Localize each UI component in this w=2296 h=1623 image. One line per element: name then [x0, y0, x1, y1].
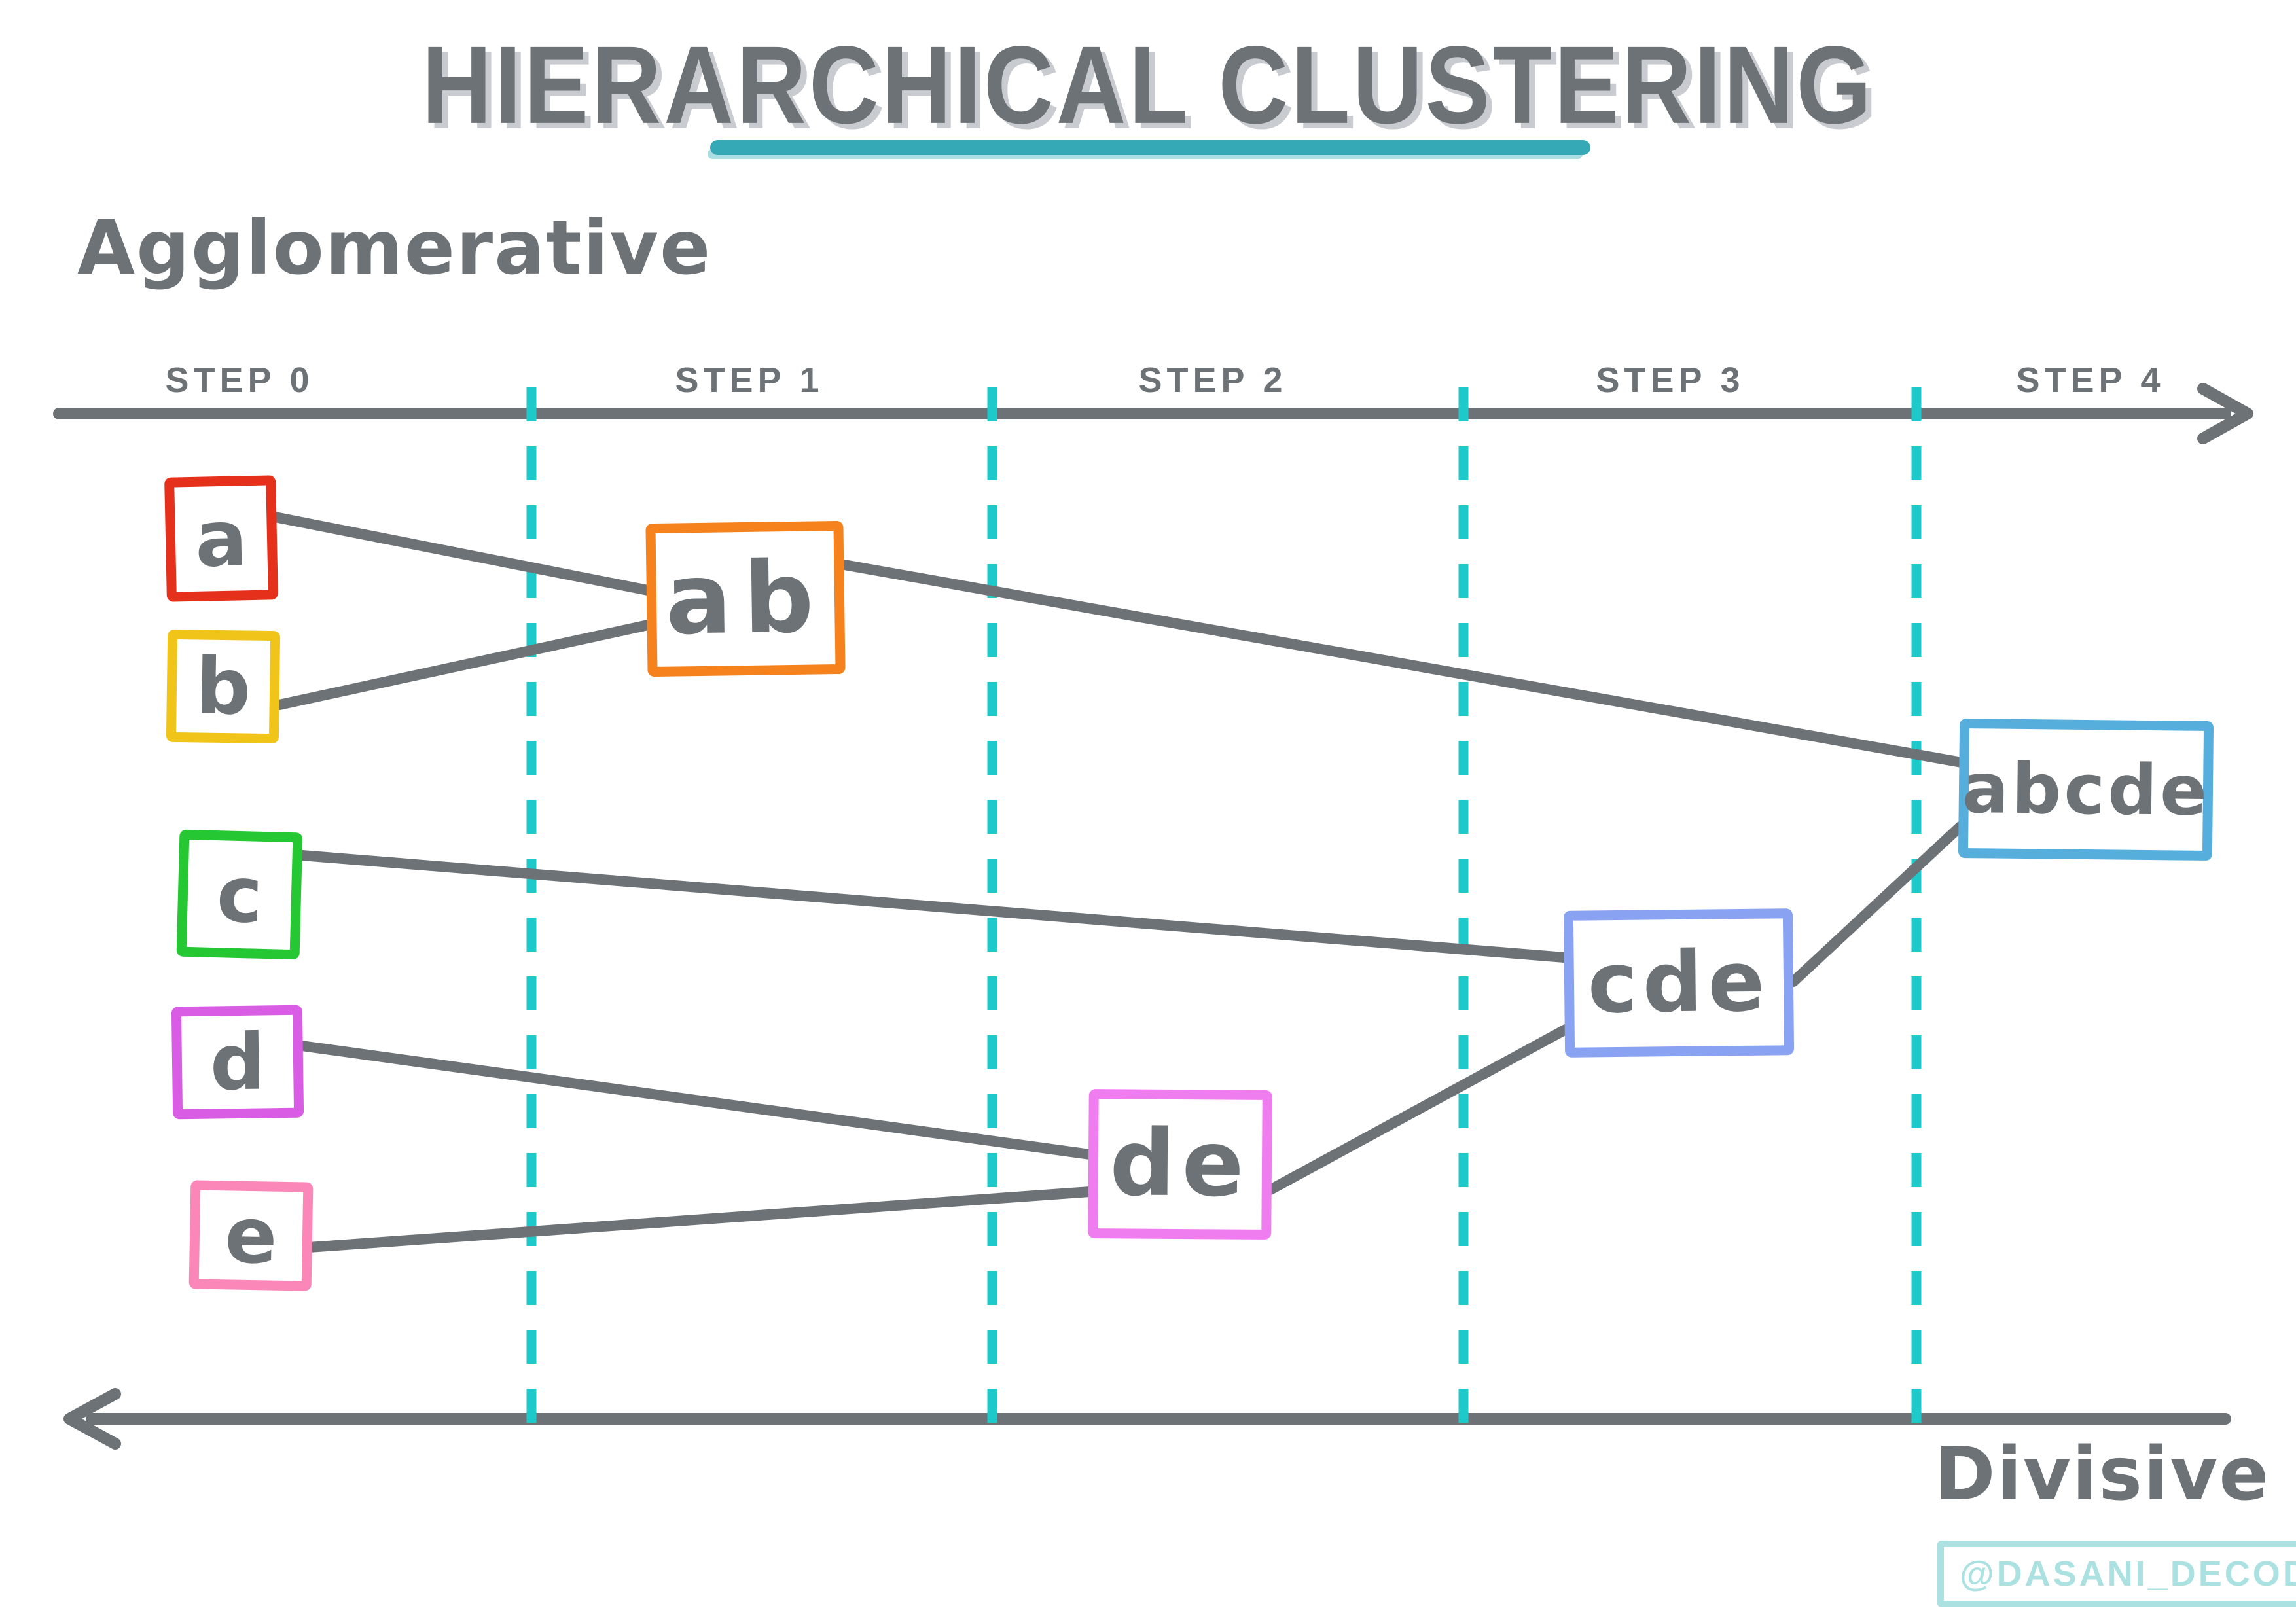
edge-b-ab	[274, 620, 653, 710]
cluster-label-de: de	[1109, 1110, 1251, 1218]
cluster-box-e: e	[188, 1180, 314, 1291]
step-label-1: STEP 1	[675, 361, 824, 400]
cluster-box-b: b	[166, 629, 281, 744]
watermark-badge: @DASANI_DECODED	[1937, 1541, 2296, 1607]
edge-e-de	[304, 1186, 1095, 1253]
cluster-box-c: c	[176, 829, 303, 960]
step-label-3: STEP 3	[1596, 361, 1745, 400]
cluster-label-d: d	[209, 1016, 266, 1108]
edge-cde-abcde	[1788, 821, 1965, 987]
cluster-box-cde: cde	[1563, 908, 1795, 1058]
cluster-label-c: c	[215, 849, 264, 940]
step-label-4: STEP 4	[2016, 361, 2165, 400]
page-title: HIERARCHICAL CLUSTERING	[422, 24, 1874, 147]
cluster-label-abcde: abcde	[1962, 747, 2210, 831]
cluster-label-cde: cde	[1587, 933, 1770, 1033]
cluster-label-ab: ab	[664, 541, 827, 657]
edge-de-cde	[1265, 1024, 1571, 1195]
cluster-box-de: de	[1088, 1089, 1272, 1240]
cluster-box-abcde: abcde	[1958, 718, 2214, 861]
title-underline	[710, 140, 1590, 155]
right-arrowhead-icon	[2197, 383, 2253, 444]
cluster-box-d: d	[171, 1005, 304, 1120]
cluster-label-a: a	[194, 493, 249, 584]
cluster-box-a: a	[164, 475, 278, 602]
cluster-label-e: e	[224, 1190, 278, 1281]
divisive-label: Divisive	[1934, 1432, 2270, 1517]
edge-c-cde	[297, 850, 1570, 963]
edge-ab-abcde	[839, 560, 1967, 768]
step-label-0: STEP 0	[165, 361, 314, 400]
step-label-2: STEP 2	[1138, 361, 1287, 400]
left-arrowhead-icon	[63, 1388, 121, 1450]
cluster-label-b: b	[194, 641, 252, 732]
edge-a-ab	[270, 512, 653, 596]
cluster-box-ab: ab	[645, 520, 846, 677]
agglomerative-label: Agglomerative	[77, 204, 712, 291]
edge-d-de	[296, 1041, 1095, 1160]
